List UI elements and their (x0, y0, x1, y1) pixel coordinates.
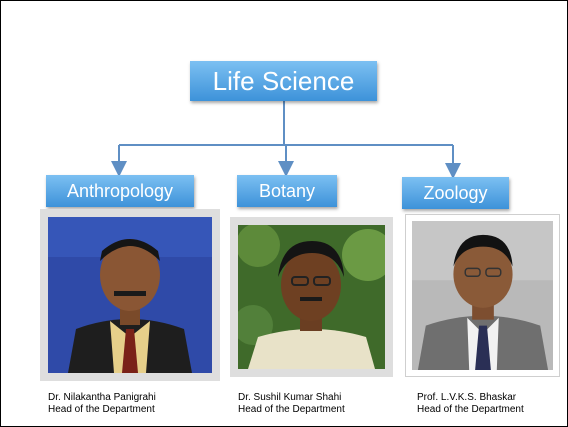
anthropology-head-caption: Dr. Nilakantha Panigrahi Head of the Dep… (48, 392, 156, 416)
anthropology-box: Anthropology (46, 175, 194, 207)
zoology-head-photo (412, 221, 553, 370)
person-role: Head of the Department (238, 404, 345, 415)
life-science-box: Life Science (190, 61, 377, 101)
botany-head-caption: Dr. Sushil Kumar Shahi Head of the Depar… (238, 392, 345, 416)
anthropology-head-photo (48, 217, 212, 373)
botany-box: Botany (237, 175, 337, 207)
person-name: Dr. Nilakantha Panigrahi (48, 392, 156, 403)
botany-head-photo (238, 225, 385, 369)
person-role: Head of the Department (48, 404, 155, 415)
anthropology-head-photo-frame (40, 209, 220, 381)
person-role: Head of the Department (417, 404, 524, 415)
zoology-box: Zoology (402, 177, 509, 209)
botany-head-photo-frame (230, 217, 393, 377)
zoology-head-photo-frame (405, 214, 560, 377)
person-name: Prof. L.V.K.S. Bhaskar (417, 392, 517, 403)
zoology-head-caption: Prof. L.V.K.S. Bhaskar Head of the Depar… (417, 392, 524, 416)
person-name: Dr. Sushil Kumar Shahi (238, 392, 342, 403)
